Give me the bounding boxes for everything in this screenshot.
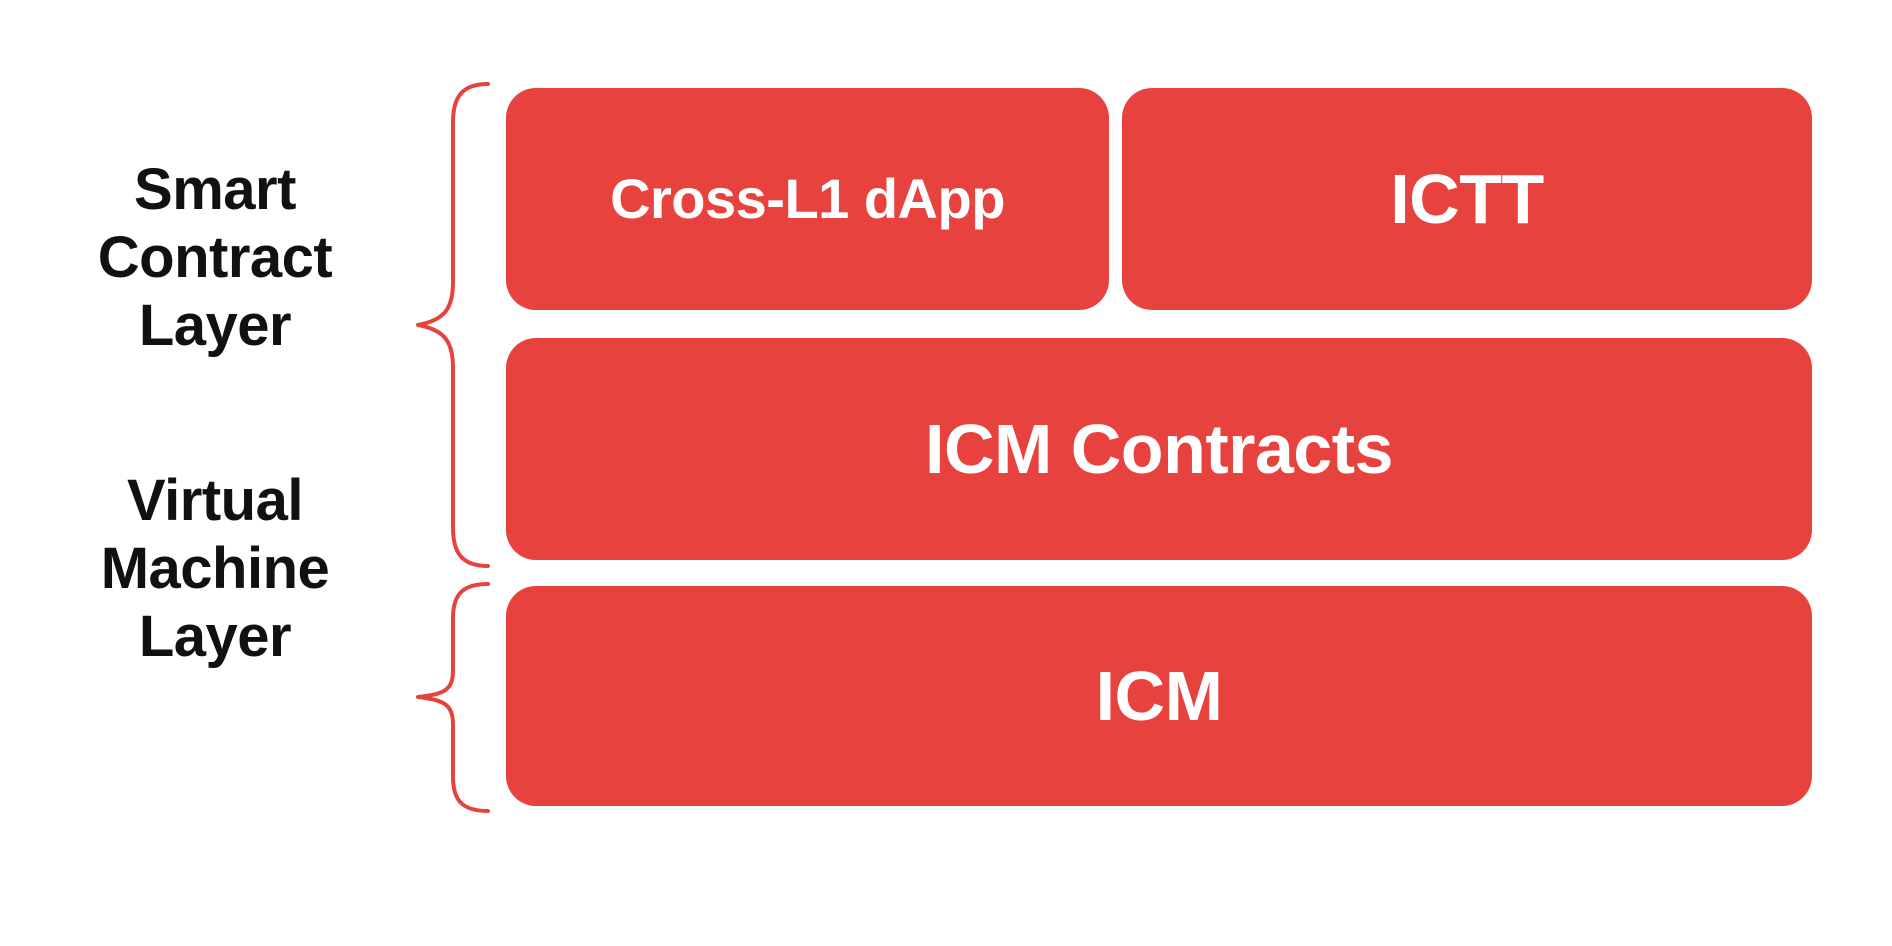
box-label-icm: ICM — [1095, 657, 1223, 735]
box-icm-contracts[interactable]: ICM Contracts — [506, 338, 1812, 560]
curly-brace-icon-smart-contract-layer — [405, 80, 500, 570]
box-label-ictt: ICTT — [1390, 160, 1544, 238]
box-ictt[interactable]: ICTT — [1122, 88, 1812, 310]
box-icm[interactable]: ICM — [506, 586, 1812, 806]
box-label-cross-l1-dapp: Cross-L1 dApp — [610, 167, 1005, 230]
box-cross-l1-dapp[interactable]: Cross-L1 dApp — [506, 88, 1109, 310]
group-label-virtual-machine-layer: Virtual Machine Layer — [100, 468, 330, 669]
box-label-icm-contracts: ICM Contracts — [925, 410, 1393, 488]
curly-brace-icon-virtual-machine-layer — [405, 580, 500, 815]
group-label-smart-contract-layer: Smart Contract Layer — [97, 157, 333, 358]
